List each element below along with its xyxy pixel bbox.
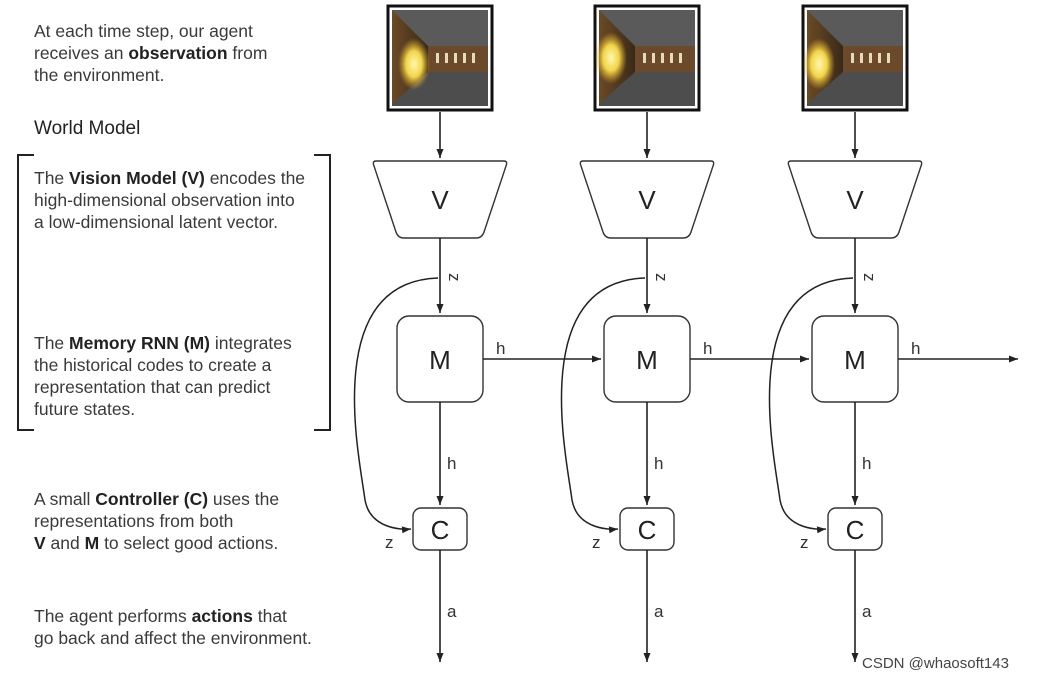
h-label-horizontal-2: h	[703, 339, 712, 358]
vision-text: The	[34, 168, 70, 188]
observation-window-3	[860, 53, 863, 63]
watermark: CSDN @whaosoft143	[862, 655, 1009, 672]
vision-model-node-1	[372, 160, 508, 239]
memory-description: The Memory RNN (M) integrates the histor…	[34, 332, 292, 420]
memory-keyword: Memory RNN (M)	[69, 333, 211, 353]
a-label-1: a	[447, 602, 457, 621]
h-label-horizontal-3: h	[911, 339, 920, 358]
h-label-vertical-2: h	[654, 454, 663, 473]
z-skip-connection-3	[768, 277, 854, 534]
actions-keyword: actions	[191, 606, 253, 626]
controller-text: to select good actions.	[99, 533, 279, 553]
z-label-controller-3: z	[800, 533, 809, 552]
observation-description: At each time step, our agent receives an…	[34, 20, 267, 86]
vision-line-2: high-dimensional observation into	[34, 190, 295, 210]
obs-keyword: observation	[128, 43, 228, 63]
c-label-3: C	[846, 515, 865, 545]
controller-keyword-m: M	[84, 533, 100, 553]
v-label-3: V	[846, 185, 864, 215]
controller-keyword: Controller (C)	[95, 489, 209, 509]
observation-window-3	[878, 53, 881, 63]
observation-window-1	[472, 53, 475, 63]
controller-text: A small	[34, 489, 96, 509]
h-label-horizontal-1: h	[496, 339, 505, 358]
a-label-2: a	[654, 602, 664, 621]
observation-light-2	[595, 32, 627, 84]
actions-line-2: go back and affect the environment.	[34, 628, 312, 648]
z-skip-connection-1	[353, 277, 439, 534]
observation-window-3	[869, 53, 872, 63]
v-label-1: V	[431, 185, 449, 215]
observation-window-1	[454, 53, 457, 63]
c-label-1: C	[431, 515, 450, 545]
v-label-2: V	[638, 185, 656, 215]
vision-description: The Vision Model (V) encodes the high-di…	[34, 167, 305, 233]
memory-line-3: representation that can predict	[34, 377, 271, 397]
vision-keyword: Vision Model (V)	[69, 168, 205, 188]
z-label-3: z	[860, 273, 879, 282]
observation-window-2	[661, 53, 664, 63]
memory-text: integrates	[210, 333, 292, 353]
vision-line-3: a low-dimensional latent vector.	[34, 212, 279, 232]
memory-line-4: future states.	[34, 399, 136, 419]
vision-text: encodes the	[204, 168, 306, 188]
obs-line-1: At each time step, our agent	[34, 21, 253, 41]
observation-window-2	[652, 53, 655, 63]
world-model-bracket-left	[17, 154, 34, 431]
actions-text: that	[252, 606, 287, 626]
h-label-vertical-3: h	[862, 454, 871, 473]
actions-text: The agent performs	[34, 606, 192, 626]
controller-keyword-v: V	[34, 533, 46, 553]
obs-line-3: the environment.	[34, 65, 165, 85]
z-label-1: z	[445, 273, 464, 282]
observation-window-2	[643, 53, 646, 63]
actions-description: The agent performs actions that go back …	[34, 605, 312, 649]
z-label-controller-2: z	[592, 533, 601, 552]
c-label-2: C	[638, 515, 657, 545]
m-label-2: M	[636, 345, 658, 375]
memory-line-2: the historical codes to create a	[34, 355, 272, 375]
observation-window-1	[463, 53, 466, 63]
vision-model-node-2	[579, 160, 715, 239]
world-model-bracket-right	[314, 154, 331, 431]
h-label-vertical-1: h	[447, 454, 456, 473]
observation-window-1	[445, 53, 448, 63]
observation-window-3	[851, 53, 854, 63]
vision-model-node-3	[787, 160, 923, 239]
memory-text: The	[34, 333, 70, 353]
z-label-2: z	[652, 273, 671, 282]
controller-description: A small Controller (C) uses the represen…	[34, 488, 279, 554]
a-label-3: a	[862, 602, 872, 621]
controller-text: and	[45, 533, 85, 553]
observation-window-2	[679, 53, 682, 63]
controller-text: uses the	[208, 489, 280, 509]
observation-window-1	[436, 53, 439, 63]
controller-line-2: representations from both	[34, 511, 234, 531]
world-model-heading: World Model	[34, 118, 141, 139]
observation-window-3	[887, 53, 890, 63]
observation-light-1	[398, 38, 430, 90]
z-label-controller-1: z	[385, 533, 394, 552]
z-skip-connection-2	[560, 277, 646, 534]
observation-window-2	[670, 53, 673, 63]
m-label-3: M	[844, 345, 866, 375]
obs-text: from	[227, 43, 268, 63]
m-label-1: M	[429, 345, 451, 375]
observation-light-3	[803, 38, 835, 90]
obs-text: receives an	[34, 43, 129, 63]
